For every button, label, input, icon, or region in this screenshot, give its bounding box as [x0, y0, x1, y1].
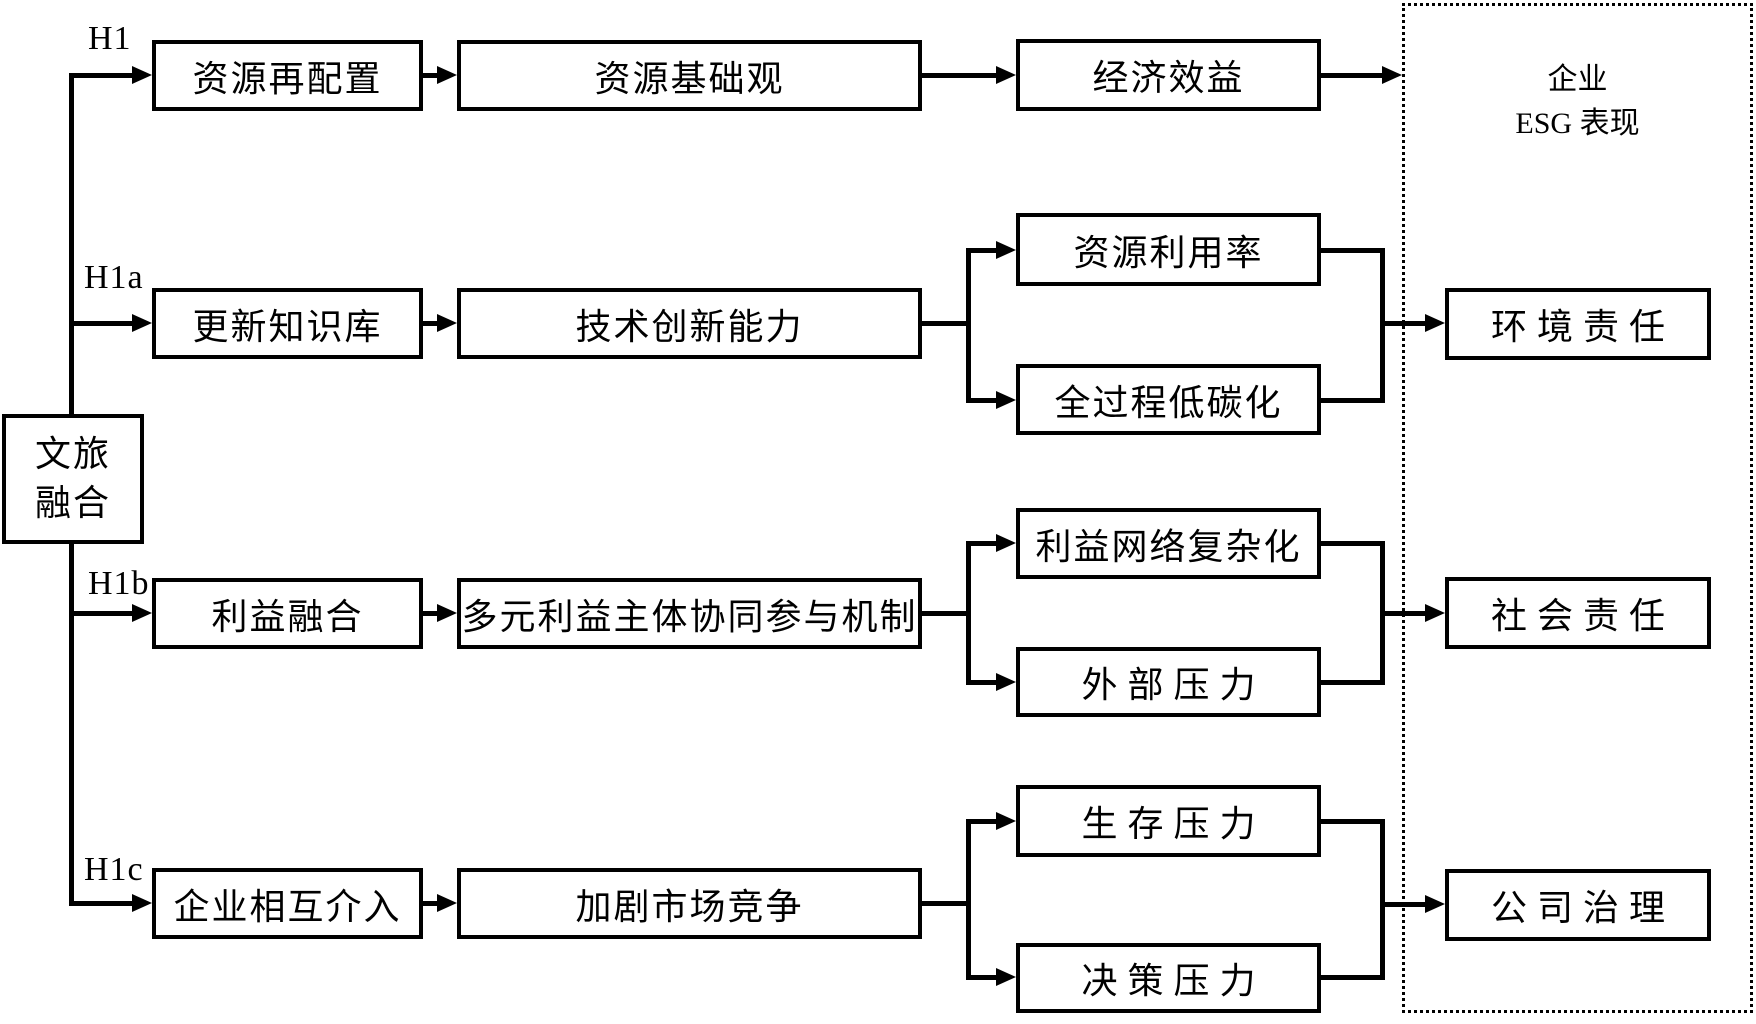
node-multi-stakeholder-mechanism: 多元利益主体协同参与机制	[457, 578, 922, 649]
arrowhead-row3-c1c2	[437, 604, 457, 622]
node-resource-utilization: 资源利用率	[1016, 213, 1321, 286]
arrowhead-h1a-bottom	[996, 391, 1016, 409]
connector-row1-frame	[1321, 73, 1384, 78]
node-corporate-governance: 公司治理	[1445, 869, 1711, 941]
node-culture-tourism-integration: 文旅 融合	[2, 414, 144, 544]
arrowhead-h1c	[132, 894, 152, 912]
connector-h1b-top	[966, 541, 998, 546]
esg-frame-title-line1: 企业	[1547, 63, 1608, 96]
split-stub-h1b	[922, 611, 971, 616]
connector-row1-c1c2	[423, 73, 439, 78]
node-tech-innovation-capability: 技术创新能力	[457, 288, 922, 359]
node-update-knowledge-base: 更新知识库	[152, 288, 423, 359]
hypothesis-label-h1c: H1c	[84, 851, 144, 888]
node-survival-pressure: 生存压力	[1016, 785, 1321, 857]
arrowhead-h1	[132, 66, 152, 84]
esg-frame	[1402, 3, 1753, 1013]
connector-h1a-target	[1380, 321, 1427, 326]
arrowhead-h1c-target	[1425, 895, 1445, 913]
connector-row4-c1c2	[423, 901, 439, 906]
node-social-responsibility: 社会责任	[1445, 577, 1711, 649]
connector-h1a-top	[966, 248, 998, 253]
connector-row3-c1c2	[423, 611, 439, 616]
split-line-h1a	[966, 248, 971, 402]
split-line-h1b	[966, 541, 971, 684]
connector-row1-c2c3	[922, 73, 998, 78]
hypothesis-label-h1: H1	[88, 20, 132, 57]
merge-stub-h1c-bottom	[1321, 975, 1385, 980]
source-label-line2: 融合	[34, 483, 111, 523]
connector-h1	[69, 73, 134, 78]
arrowhead-row2-c1c2	[437, 314, 457, 332]
arrowhead-h1a	[132, 314, 152, 332]
connector-h1b-target	[1380, 611, 1427, 616]
arrowhead-h1c-bottom	[996, 968, 1016, 986]
arrowhead-h1b	[132, 604, 152, 622]
arrowhead-row1-c2c3	[996, 66, 1016, 84]
node-decision-pressure: 决策压力	[1016, 943, 1321, 1013]
merge-line-h1c	[1380, 819, 1385, 980]
hypothesis-label-h1b: H1b	[88, 565, 150, 602]
connector-h1c-top	[966, 819, 998, 824]
node-mutual-corporate-entry: 企业相互介入	[152, 868, 423, 939]
arrowhead-h1c-top	[996, 812, 1016, 830]
split-stub-h1c	[922, 901, 971, 906]
arrowhead-h1a-top	[996, 241, 1016, 259]
node-resource-based-view: 资源基础观	[457, 40, 922, 111]
connector-h1b	[69, 611, 134, 616]
arrowhead-h1b-target	[1425, 604, 1445, 622]
node-market-competition: 加剧市场竞争	[457, 868, 922, 939]
hypothesis-label-h1a: H1a	[84, 259, 144, 296]
merge-stub-h1a-bottom	[1321, 398, 1385, 403]
merge-stub-h1c-top	[1321, 819, 1385, 824]
node-economic-benefit: 经济效益	[1016, 39, 1321, 111]
node-environmental-responsibility: 环境责任	[1445, 288, 1711, 360]
connector-h1c	[69, 901, 134, 906]
arrowhead-h1a-target	[1425, 314, 1445, 332]
merge-stub-h1b-bottom	[1321, 680, 1385, 685]
node-interest-network-complexity: 利益网络复杂化	[1016, 508, 1321, 579]
arrowhead-h1b-top	[996, 534, 1016, 552]
arrowhead-row1-frame	[1382, 66, 1402, 84]
connector-h1b-bottom	[966, 680, 998, 685]
node-external-pressure: 外部压力	[1016, 647, 1321, 717]
arrowhead-row4-c1c2	[437, 894, 457, 912]
connector-row2-c1c2	[423, 321, 439, 326]
split-stub-h1a	[922, 321, 971, 326]
connector-h1c-target	[1380, 902, 1427, 907]
node-resource-reallocation: 资源再配置	[152, 40, 423, 111]
arrowhead-h1b-bottom	[996, 673, 1016, 691]
merge-stub-h1b-top	[1321, 541, 1385, 546]
node-interest-integration: 利益融合	[152, 578, 423, 649]
esg-frame-title-line2: ESG 表现	[1515, 106, 1640, 140]
esg-frame-title: 企业 ESG 表现	[1402, 58, 1753, 145]
connector-h1a-bottom	[966, 398, 998, 403]
split-line-h1c	[966, 819, 971, 980]
merge-stub-h1a-top	[1321, 248, 1385, 253]
connector-h1a	[69, 321, 134, 326]
source-label-line1: 文旅	[34, 434, 111, 475]
connector-h1c-bottom	[966, 975, 998, 980]
arrowhead-row1-c1c2	[437, 66, 457, 84]
node-whole-process-low-carbon: 全过程低碳化	[1016, 364, 1321, 435]
